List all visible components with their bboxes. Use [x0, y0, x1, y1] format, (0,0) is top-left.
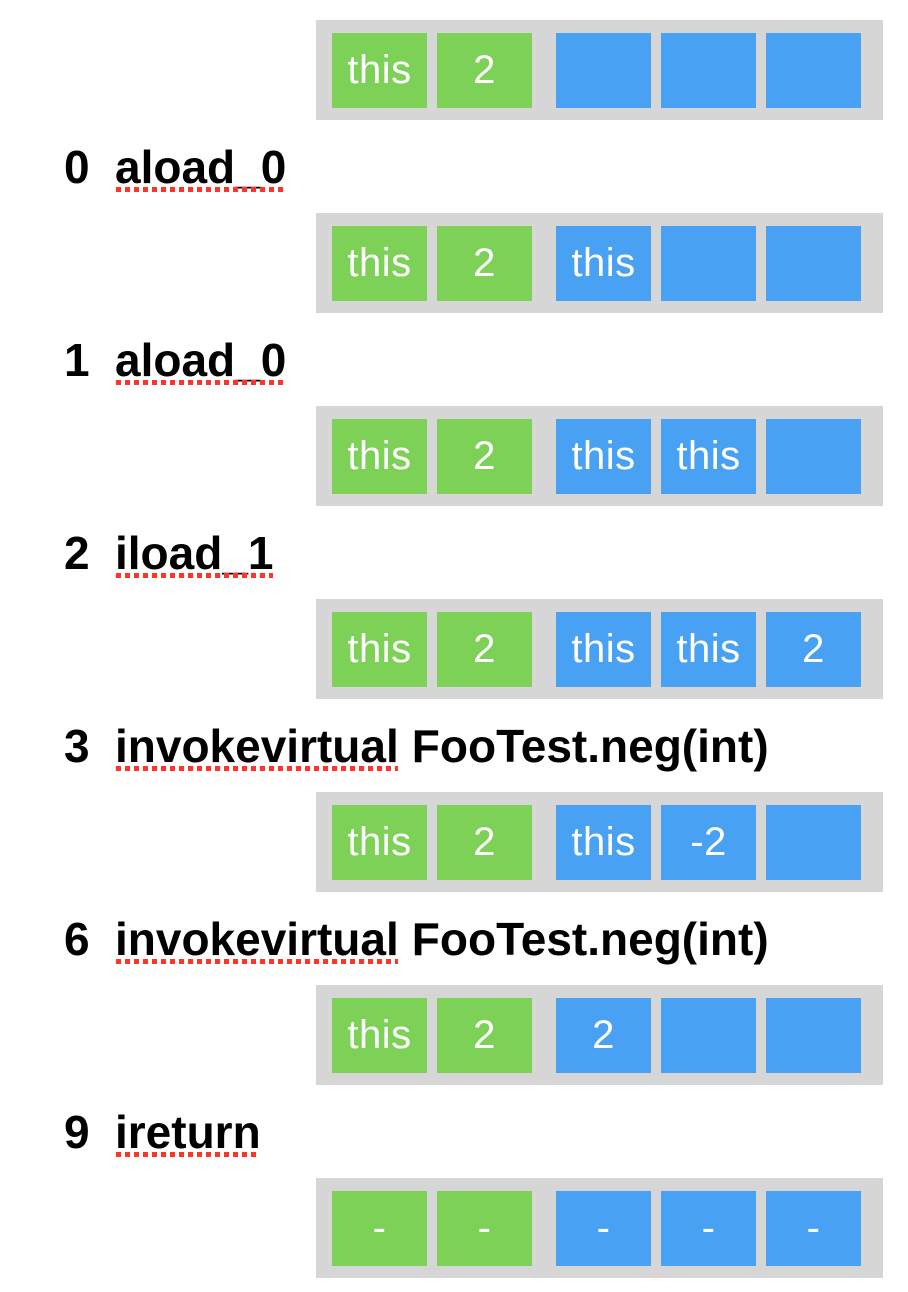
local-var-cell: 2 — [437, 997, 532, 1073]
stack-slot-cell: this — [556, 804, 651, 880]
stack-slot-cell: 2 — [556, 997, 651, 1073]
stack-slot-cell: this — [556, 225, 651, 301]
bytecode-instruction: 3 invokevirtual FooTest.neg(int) — [0, 699, 908, 792]
bytecode-instruction: 0 aload_0 — [0, 120, 908, 213]
instruction-mnemonic: invokevirtual — [115, 912, 399, 965]
frame-state: this 2 this -2 — [316, 792, 883, 892]
local-var-cell: this — [332, 418, 427, 494]
instruction-mnemonic: aload_0 — [115, 333, 287, 386]
stack-slot-cell: - — [556, 1190, 651, 1266]
frame-state: this 2 this this — [316, 406, 883, 506]
local-variables-group: this 2 — [332, 32, 532, 108]
local-var-cell: 2 — [437, 225, 532, 301]
stack-slot-cell — [766, 804, 861, 880]
frame-state: - - - - - — [316, 1178, 883, 1278]
stack-slot-cell: - — [661, 1190, 756, 1266]
stack-slot-cell — [766, 997, 861, 1073]
local-var-cell: - — [437, 1190, 532, 1266]
frame-state: this 2 — [316, 20, 883, 120]
stack-slot-cell — [661, 997, 756, 1073]
instruction-mnemonic: ireturn — [115, 1105, 261, 1158]
instruction-mnemonic: iload_1 — [115, 526, 274, 579]
stack-slot-cell: - — [766, 1190, 861, 1266]
stack-slot-cell: -2 — [661, 804, 756, 880]
local-variables-group: this 2 — [332, 611, 532, 687]
stack-slot-cell: this — [556, 611, 651, 687]
operand-stack-group: this -2 — [556, 804, 861, 880]
instruction-offset: 2 — [64, 526, 90, 579]
local-var-cell: 2 — [437, 611, 532, 687]
instruction-mnemonic: invokevirtual — [115, 719, 399, 772]
local-var-cell: this — [332, 32, 427, 108]
stack-slot-cell: this — [661, 611, 756, 687]
local-var-cell: this — [332, 225, 427, 301]
operand-stack-group: this — [556, 225, 861, 301]
instruction-offset: 9 — [64, 1105, 90, 1158]
operand-stack-group — [556, 32, 861, 108]
local-variables-group: - - — [332, 1190, 532, 1266]
instruction-offset: 3 — [64, 719, 90, 772]
frame-state: this 2 this this 2 — [316, 599, 883, 699]
local-var-cell: - — [332, 1190, 427, 1266]
local-var-cell: this — [332, 804, 427, 880]
stack-slot-cell: this — [556, 418, 651, 494]
local-variables-group: this 2 — [332, 804, 532, 880]
bytecode-instruction: 6 invokevirtual FooTest.neg(int) — [0, 892, 908, 985]
local-variables-group: this 2 — [332, 225, 532, 301]
bytecode-instruction: 2 iload_1 — [0, 506, 908, 599]
instruction-offset: 1 — [64, 333, 90, 386]
local-var-cell: 2 — [437, 418, 532, 494]
stack-slot-cell — [661, 32, 756, 108]
operand-stack-group: - - - — [556, 1190, 861, 1266]
operand-stack-group: this this 2 — [556, 611, 861, 687]
local-var-cell: this — [332, 611, 427, 687]
local-variables-group: this 2 — [332, 997, 532, 1073]
local-var-cell: 2 — [437, 32, 532, 108]
local-variables-group: this 2 — [332, 418, 532, 494]
stack-slot-cell: 2 — [766, 611, 861, 687]
bytecode-instruction: 9 ireturn — [0, 1085, 908, 1178]
instruction-offset: 0 — [64, 140, 90, 193]
frame-state: this 2 2 — [316, 985, 883, 1085]
stack-slot-cell — [766, 225, 861, 301]
instruction-operand: FooTest.neg(int) — [411, 912, 769, 965]
stack-slot-cell — [766, 418, 861, 494]
operand-stack-group: this this — [556, 418, 861, 494]
frame-state: this 2 this — [316, 213, 883, 313]
stack-slot-cell — [556, 32, 651, 108]
bytecode-instruction: 1 aload_0 — [0, 313, 908, 406]
instruction-operand: FooTest.neg(int) — [411, 719, 769, 772]
local-var-cell: 2 — [437, 804, 532, 880]
stack-slot-cell — [661, 225, 756, 301]
operand-stack-group: 2 — [556, 997, 861, 1073]
instruction-offset: 6 — [64, 912, 90, 965]
instruction-mnemonic: aload_0 — [115, 140, 287, 193]
stack-slot-cell — [766, 32, 861, 108]
local-var-cell: this — [332, 997, 427, 1073]
stack-slot-cell: this — [661, 418, 756, 494]
